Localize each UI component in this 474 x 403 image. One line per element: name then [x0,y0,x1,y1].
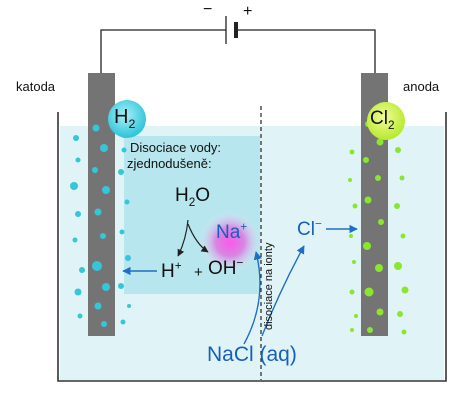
battery-plus-label: + [243,3,253,20]
h2-bubble-17 [101,321,107,327]
beaker [57,112,447,382]
wire-right [236,29,376,73]
cl2-bubble-22 [400,233,406,239]
na-ion-label: Na+ [216,220,248,243]
h2-bubble-16 [94,302,102,310]
cl2-bubble-1 [349,149,355,155]
h2-bubble-9 [100,144,108,152]
cl2-bubble-26 [401,329,407,335]
cl2-bubble-27 [350,328,354,332]
water-arrow-right [187,223,209,253]
battery-minus-label: − [203,1,213,18]
cl2-gas-ball [367,102,405,140]
h2-bubble-19 [118,169,124,175]
cl2-bubble-10 [363,157,369,163]
cl2-bubble-11 [375,175,381,181]
h2-bubble-20 [124,199,130,205]
water-box-subheading: zjednodušeně: [127,156,212,171]
cl2-bubble-13 [378,219,384,225]
h2-gas-label: H2 [114,106,136,131]
water-arrow-left [177,219,189,257]
h2-bubble-21 [119,229,125,235]
wire-left [100,29,226,73]
h2-bubble-5 [72,237,78,243]
h2-bubble-6 [79,267,85,273]
cl2-bubble-25 [397,311,403,317]
water-box-heading: Disociace vody: [130,140,222,155]
cl2-bubble-2 [348,178,352,182]
cl2-bubble-5 [352,260,356,264]
cathode-label: katoda [16,79,56,94]
cl2-gas-label: Cl2 [370,108,395,132]
plus-sign: + [194,264,203,281]
h2-bubble-10 [92,167,98,173]
cl2-bubble-14 [363,242,371,250]
cl2-bubble-17 [376,308,384,316]
cl2-bubble-9 [376,138,384,146]
anode-label: anoda [403,79,440,94]
salt-to-na-arrow [243,251,262,345]
cl2-bubble-3 [352,203,358,209]
cl2-bubble-24 [401,286,409,294]
h2o-formula: H2O [175,185,211,209]
h-ion-label: H+ [161,259,182,282]
cl2-bubble-7 [354,314,358,318]
membrane-label: disociace na ionty [263,242,275,330]
h2-bubble-12 [94,208,102,216]
cl2-bubble-16 [364,287,374,297]
h2-bubble-3 [70,182,78,190]
h2-bubble-13 [100,233,106,239]
oh-ion-label: OH− [208,256,244,279]
cl2-bubble-6 [349,289,355,295]
cl2-bubble-4 [349,234,353,238]
cl2-bubble-23 [394,262,402,270]
h2-bubble-26 [77,313,83,319]
h2-bubble-22 [125,255,131,261]
h2-bubble-4 [75,211,81,217]
h2-bubble-8 [92,124,100,132]
h2-bubble-25 [120,319,126,325]
h2-gas-ball [108,100,146,138]
cathode-bubbles [70,124,131,327]
h2-bubble-23 [118,283,124,289]
cl2-bubble-18 [367,327,373,333]
cl2-bubble-15 [375,264,383,272]
salt-label: NaCl (aq) [207,343,297,366]
h2-bubble-2 [75,157,81,163]
salt-to-cl-arrow [261,245,305,337]
h2-bubble-24 [127,304,131,308]
h2-bubble-14 [92,261,102,271]
h2-bubble-7 [74,288,82,296]
na-ion-glow [198,210,262,274]
h2-bubble-1 [73,135,79,141]
h2-bubble-15 [102,283,110,291]
h2-bubble-18 [121,147,127,153]
cl2-bubble-20 [399,175,405,181]
cl2-bubble-12 [364,196,372,204]
h2-bubble-11 [102,186,110,194]
cl-ion-label: Cl− [297,217,322,240]
cl2-bubble-19 [395,147,401,153]
cl2-bubble-21 [394,203,400,209]
